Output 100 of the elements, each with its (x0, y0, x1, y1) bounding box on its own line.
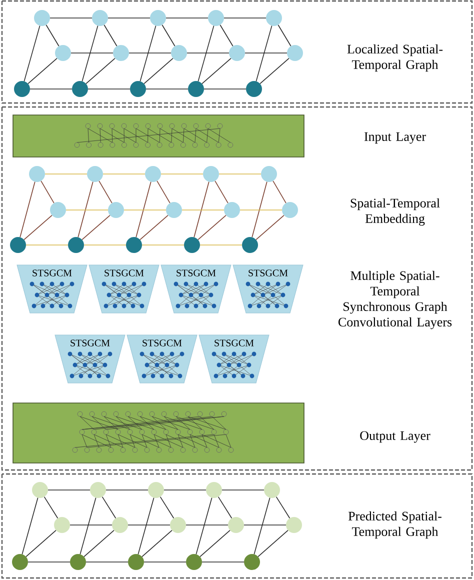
graph-edge (40, 180, 54, 204)
graph-vertex (166, 202, 182, 218)
graph-edge (24, 25, 40, 82)
graph-edge (84, 530, 114, 558)
graph-vertex (150, 10, 166, 26)
graph-edge (256, 25, 272, 82)
graph-edge (138, 497, 154, 555)
graph-edge (26, 530, 56, 558)
graph-vertex (87, 166, 103, 182)
graph-edge (102, 496, 116, 519)
graph-vertex (55, 45, 71, 61)
graph-edge (258, 530, 288, 558)
graph-edge (80, 497, 96, 555)
graph-edge (30, 88, 72, 90)
graph-vertex (14, 81, 30, 97)
graph-edge (186, 52, 230, 54)
graph-edge (272, 180, 286, 204)
graph-vertex (108, 202, 124, 218)
graph-vertex (70, 554, 86, 570)
graph-vertex (206, 482, 222, 498)
graph-vertex (10, 237, 26, 253)
graph-edge (146, 88, 188, 90)
graph-edge (252, 181, 268, 238)
graph-vertex (29, 166, 45, 182)
graph-edge (204, 88, 246, 90)
graph-vertex (261, 166, 277, 182)
graph-vertex (113, 45, 129, 61)
graph-edge (140, 214, 168, 240)
graph-edge (244, 524, 286, 526)
graph-vertex (12, 554, 28, 570)
graph-edge (70, 524, 112, 526)
graph-edge (44, 496, 58, 519)
graph-vertex (92, 10, 108, 26)
graph-vertex (130, 81, 146, 97)
graph-edge (214, 180, 228, 204)
graph-vertex (266, 10, 282, 26)
graph-vertex (170, 517, 186, 533)
graph-edge (46, 24, 60, 47)
graph-edge (276, 496, 290, 519)
graph-vertex (128, 554, 144, 570)
graph-edge (218, 496, 232, 519)
graph-vertex (90, 482, 106, 498)
graph-edge (28, 58, 58, 84)
stsgcm-block: STSGCM (232, 264, 304, 314)
graph-vertex (54, 517, 70, 533)
graph-edge (162, 24, 176, 47)
graph-edge (244, 52, 288, 54)
graph-edge (144, 58, 174, 84)
graph-edge (198, 214, 226, 240)
stsgcm-block: STSGCM (88, 264, 160, 314)
section-label: Localized Spatial-Temporal Graph (347, 44, 443, 72)
graph-vertex (112, 517, 128, 533)
graph-edge (220, 24, 234, 47)
stsgcm-block: STSGCM (160, 264, 232, 314)
graph-edge (156, 180, 170, 204)
graph-edge (278, 24, 292, 47)
graph-edge (104, 24, 118, 47)
section-label: Output Layer (360, 431, 430, 443)
graph-vertex (228, 517, 244, 533)
graph-vertex (229, 45, 245, 61)
stsgcm-block: STSGCM (126, 334, 198, 384)
stsgcm-block: STSGCM (198, 334, 270, 384)
graph-edge (20, 181, 36, 238)
graph-edge (88, 88, 130, 90)
graph-edge (140, 25, 156, 82)
graph-vertex (264, 482, 280, 498)
graph-edge (26, 244, 68, 246)
graph-vertex (50, 202, 66, 218)
graph-edge (200, 244, 242, 246)
graph-vertex (32, 482, 48, 498)
graph-edge (202, 58, 232, 84)
graph-edge (98, 180, 112, 204)
graph-edge (200, 530, 230, 558)
graph-vertex (287, 45, 303, 61)
graph-edge (78, 181, 94, 238)
graph-edge (256, 214, 284, 240)
section-label: Predicted Spatial-Temporal Graph (348, 511, 442, 539)
graph-edge (22, 497, 38, 555)
graph-edge (70, 52, 114, 54)
graph-edge (198, 25, 214, 82)
graph-edge (194, 181, 210, 238)
graph-edge (82, 25, 98, 82)
graph-vertex (145, 166, 161, 182)
graph-vertex (171, 45, 187, 61)
graph-vertex (68, 237, 84, 253)
stsgcm-block: STSGCM (54, 334, 126, 384)
graph-vertex (126, 237, 142, 253)
graph-edge (24, 214, 52, 240)
graph-vertex (286, 517, 302, 533)
graph-vertex (184, 237, 200, 253)
graph-vertex (203, 166, 219, 182)
graph-vertex (72, 81, 88, 97)
graph-edge (142, 244, 184, 246)
graph-vertex (242, 237, 258, 253)
graph-edge (128, 52, 172, 54)
graph-edge (196, 497, 212, 555)
graph-vertex (244, 554, 260, 570)
graph-vertex (34, 10, 50, 26)
graph-edge (254, 497, 270, 555)
graph-edge (86, 58, 116, 84)
